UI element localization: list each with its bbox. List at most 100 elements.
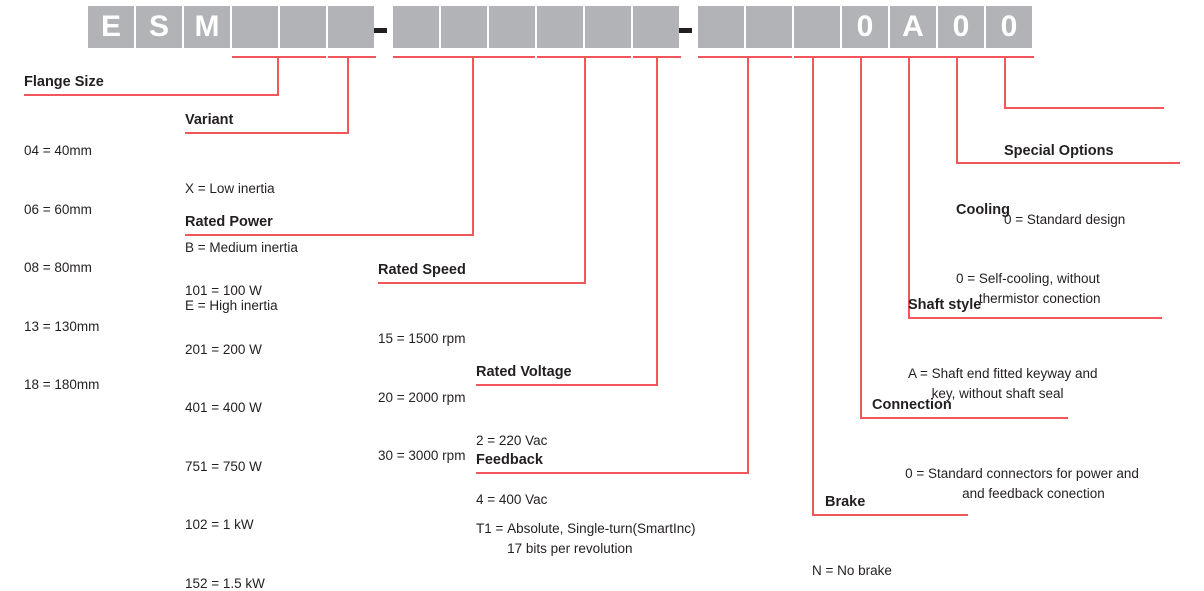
rated-power-items: 101 = 100 W 201 = 200 W 401 = 400 W 751 … [185,242,385,591]
feedback-key-t1: T1 = [476,521,508,536]
connection-title: Connection [872,397,952,413]
code-box-1: E [88,6,134,48]
leader-connection-top [842,56,890,58]
leader-special-drop [1004,56,1006,109]
cooling-title: Cooling [956,202,1010,218]
list-item: 13 = 130mm [24,318,100,334]
list-item: 15 = 1500 rpm [378,331,466,346]
leader-speed-rule [378,282,586,284]
leader-feedback-rule [476,472,749,474]
code-box-2: S [136,6,182,48]
feedback-title: Feedback [476,452,543,468]
list-item: 101 = 100 W [185,283,262,298]
brake-title: Brake [825,494,866,510]
code-box-15 [794,6,840,48]
list-item: 06 = 60mm [24,201,92,217]
list-item: T1 = Absolute, Single-turn(SmartInc) 17 … [476,519,766,558]
code-box-16: 0 [842,6,888,48]
section-connection: Connection 0 = Standard connectors for p… [872,397,1172,542]
leader-speed-drop [584,56,586,284]
connection-key: 0 = [905,466,928,481]
cooling-key: 0 = [956,271,979,286]
code-box-9 [489,6,535,48]
special-options-items: 0 = Standard design [1004,171,1194,269]
rated-power-title: Rated Power [185,214,273,230]
leader-connection-rule [860,417,1068,419]
code-box-17: A [890,6,936,48]
flange-size-title: Flange Size [24,74,104,90]
feedback-value-t1: Absolute, Single-turn(SmartInc) 17 bits … [507,521,696,556]
rated-voltage-items: 2 = 220 Vac 4 = 400 Vac [476,392,676,548]
list-item: 04 = 40mm [24,143,92,158]
code-box-10 [537,6,583,48]
leader-variant-drop [347,56,349,134]
leader-variant-top [328,56,376,58]
section-variant: Variant X = Low inertia B = Medium inert… [185,112,385,355]
code-box-12 [633,6,679,48]
list-item: 751 = 750 W [185,458,262,474]
code-box-19: 0 [986,6,1032,48]
section-brake: Brake N = No brake B = With brake (Brake… [812,494,1185,591]
leader-shaft-top [890,56,938,58]
leader-feedback-drop [747,56,749,474]
section-shaft-style: Shaft style A = Shaft end fitted keyway … [908,297,1178,442]
leader-variant-rule [185,132,349,134]
shaft-style-items: A = Shaft end fitted keyway and key, wit… [908,325,1178,442]
leader-voltage-rule [476,384,658,386]
shaft-style-key: A = [908,366,932,381]
special-options-value: Standard design [1026,212,1126,227]
flange-size-items: 04 = 40mm 06 = 60mm 08 = 80mm 13 = 130mm… [24,102,284,434]
list-item: 401 = 400 W [185,400,262,415]
leader-voltage-drop [656,56,658,386]
leader-flange-rule [24,94,279,96]
leader-cooling-drop [956,56,958,164]
leader-brake-top [794,56,842,58]
code-separator-2 [679,28,692,33]
feedback-items: T1 = Absolute, Single-turn(SmartInc) 17 … [476,480,766,591]
leader-flange-drop [277,56,279,96]
code-box-18: 0 [938,6,984,48]
shaft-style-value: Shaft end fitted keyway and key, without… [931,366,1098,401]
leader-special-rule [1004,107,1164,109]
section-feedback: Feedback T1 = Absolute, Single-turn(Smar… [476,452,766,591]
leader-shaft-rule [908,317,1162,319]
leader-flange-top [232,56,326,58]
connection-items: 0 = Standard connectors for power and an… [872,425,1172,542]
leader-feedback-top [698,56,792,58]
cooling-value: Self-cooling, without thermistor conecti… [978,271,1101,306]
code-box-6 [328,6,374,48]
code-box-8 [441,6,487,48]
special-options-title: Special Options [1004,143,1114,159]
rated-speed-title: Rated Speed [378,262,466,278]
rated-speed-items: 15 = 1500 rpm 20 = 2000 rpm 30 = 3000 rp… [378,290,588,505]
list-item: 201 = 200 W [185,341,262,357]
list-item: 4 = 400 Vac [476,491,548,507]
variant-items: X = Low inertia B = Medium inertia E = H… [185,140,385,355]
list-item: B = Medium inertia [185,239,298,255]
leader-brake-drop [812,56,814,516]
brake-items: N = No brake B = With brake (Brake optio… [812,522,1185,591]
list-item: 20 = 2000 rpm [378,389,466,405]
list-item: 08 = 80mm [24,260,92,275]
code-box-13 [698,6,744,48]
leader-cooling-top [938,56,986,58]
list-item: 0 = Standard connectors for power and an… [872,464,1172,503]
list-item: E = High inertia [185,298,278,313]
code-box-14 [746,6,792,48]
leader-power-rule [185,234,474,236]
section-rated-power: Rated Power 101 = 100 W 201 = 200 W 401 … [185,214,385,591]
code-box-4 [232,6,278,48]
leader-brake-rule [812,514,968,516]
leader-connection-drop [860,56,862,419]
section-cooling: Cooling 0 = Self-cooling, without thermi… [956,202,1186,347]
special-options-key: 0 = [1004,212,1027,227]
list-item: 2 = 220 Vac [476,433,548,448]
list-item: 18 = 180mm [24,377,100,392]
list-item: N = No brake [812,563,892,578]
leader-shaft-drop [908,56,910,319]
variant-title: Variant [185,112,234,128]
code-separator-1 [374,28,387,33]
code-box-3: M [184,6,230,48]
list-item: 102 = 1 kW [185,517,254,532]
